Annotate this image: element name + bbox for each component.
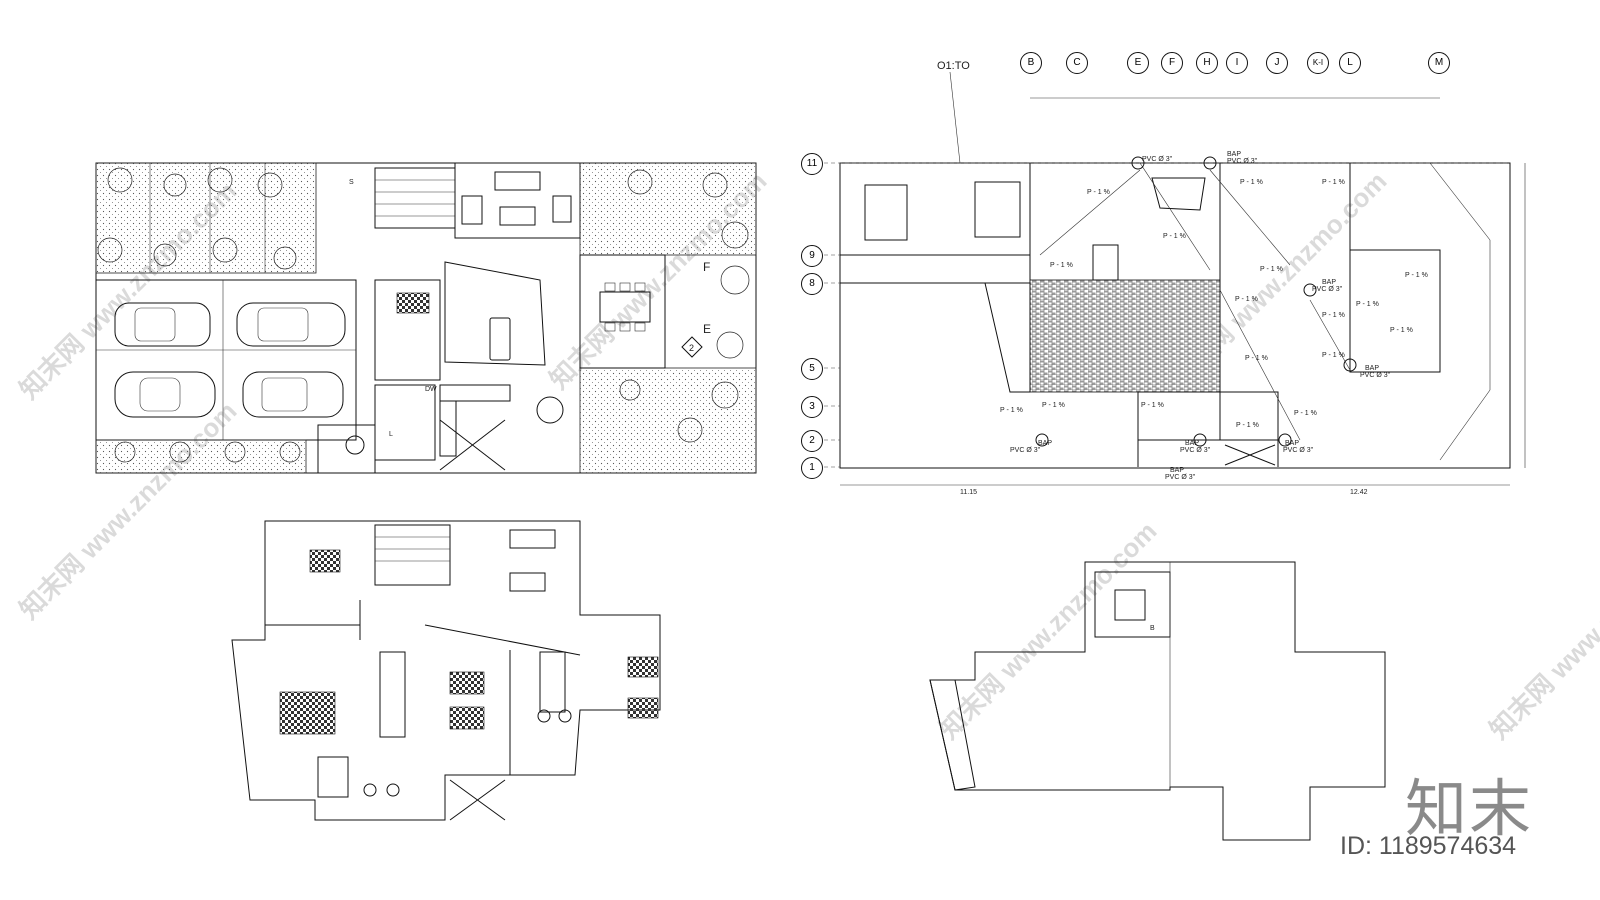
upper-floor-plan (231, 520, 661, 821)
pvc-label: PVC Ø 3" (1142, 156, 1173, 163)
pvc-label: PVC Ø 3" (1010, 447, 1041, 454)
pvc-label: PVC Ø 3" (1165, 474, 1196, 481)
pvc-label: PVC Ø 3" (1312, 286, 1343, 293)
grid-bubble-col: F (1161, 52, 1183, 74)
pvc-label: PVC Ø 3" (1180, 447, 1211, 454)
tree-icon (97, 167, 750, 463)
slope-label: P - 1 % (1390, 327, 1413, 334)
slope-label: P - 1 % (1356, 301, 1379, 308)
slope-label: P - 1 % (1245, 355, 1268, 362)
grid-bubble-col: I (1226, 52, 1248, 74)
car-icon (114, 302, 211, 347)
car-icon (242, 371, 344, 418)
b-label: B (1150, 625, 1155, 632)
slope-label: P - 1 % (1260, 266, 1283, 273)
bap-label: BAP (1185, 440, 1200, 447)
pvc-label: PVC Ø 3" (1283, 447, 1314, 454)
s-label: S (349, 179, 354, 186)
slope-label: P - 1 % (1163, 233, 1186, 240)
dim-bottom-right: 12.42 (1350, 489, 1368, 496)
callout-e: E (703, 322, 711, 336)
grid-bubble-col: E (1127, 52, 1149, 74)
slope-label: P - 1 % (1000, 407, 1023, 414)
slope-label: P - 1 % (1405, 272, 1428, 279)
grid-bubble-col: J (1266, 52, 1288, 74)
grid-bubble-row: 5 (801, 358, 823, 380)
slope-label: P - 1 % (1322, 179, 1345, 186)
bap-label: BAP (1322, 279, 1337, 286)
drain-icon (1343, 358, 1357, 372)
slope-label: P - 1 % (1087, 189, 1110, 196)
image-id-label: ID: 1189574634 (1340, 832, 1517, 860)
slope-label: P - 1 % (1294, 410, 1317, 417)
grid-bubble-col: K-I (1307, 52, 1329, 74)
grid-bubble-col: L (1339, 52, 1361, 74)
slope-label: P - 1 % (1050, 262, 1073, 269)
car-icon (114, 371, 216, 418)
grid-bubble-row: 11 (801, 153, 823, 175)
grid-bubble-row: 1 (801, 457, 823, 479)
slope-label: P - 1 % (1322, 352, 1345, 359)
bap-label: BAP (1227, 151, 1242, 158)
l-label: L (389, 431, 393, 438)
drain-icon (1131, 156, 1145, 170)
roof-plan: 11.15 12.42 O1:TO (817, 60, 1526, 496)
drain-icon (1193, 433, 1207, 447)
callout-2: 2 (689, 343, 694, 353)
grid-bubble-col: H (1196, 52, 1218, 74)
section-marker-icon (681, 336, 703, 358)
slope-label: P - 1 % (1322, 312, 1345, 319)
drain-icon (1035, 433, 1049, 447)
drain-icon (1303, 283, 1317, 297)
drain-icon (1203, 156, 1217, 170)
pvc-label: PVC Ø 3" (1360, 372, 1391, 379)
slope-label: P - 1 % (1236, 422, 1259, 429)
dim-bottom-left: 11.15 (960, 489, 977, 496)
grid-bubble-row: 8 (801, 273, 823, 295)
bap-label: BAP (1365, 365, 1380, 372)
brand-logo: 知末 (1405, 772, 1534, 845)
slope-label: P - 1 % (1235, 296, 1258, 303)
top-roof-plan: B (929, 561, 1386, 841)
car-icon (236, 302, 346, 347)
bap-label: BAP (1285, 440, 1300, 447)
section-tag: O1:TO (937, 60, 970, 72)
ground-floor-plan: F E 2 DW S L (95, 162, 757, 474)
callout-f: F (703, 260, 710, 274)
grid-bubble-row: 3 (801, 396, 823, 418)
grid-bubble-col: C (1066, 52, 1088, 74)
drain-icon (1278, 433, 1292, 447)
slope-label: P - 1 % (1141, 402, 1164, 409)
grid-bubble-col: B (1020, 52, 1042, 74)
grid-bubble-row: 2 (801, 430, 823, 452)
grid-bubble-col: M (1428, 52, 1450, 74)
dw-label: DW (425, 386, 437, 393)
bap-label: BAP (1170, 467, 1185, 474)
grid-bubble-row: 9 (801, 245, 823, 267)
slope-label: P - 1 % (1240, 179, 1263, 186)
slope-label: P - 1 % (1042, 402, 1065, 409)
bap-label: BAP (1038, 440, 1053, 447)
pvc-label: PVC Ø 3" (1227, 158, 1258, 165)
